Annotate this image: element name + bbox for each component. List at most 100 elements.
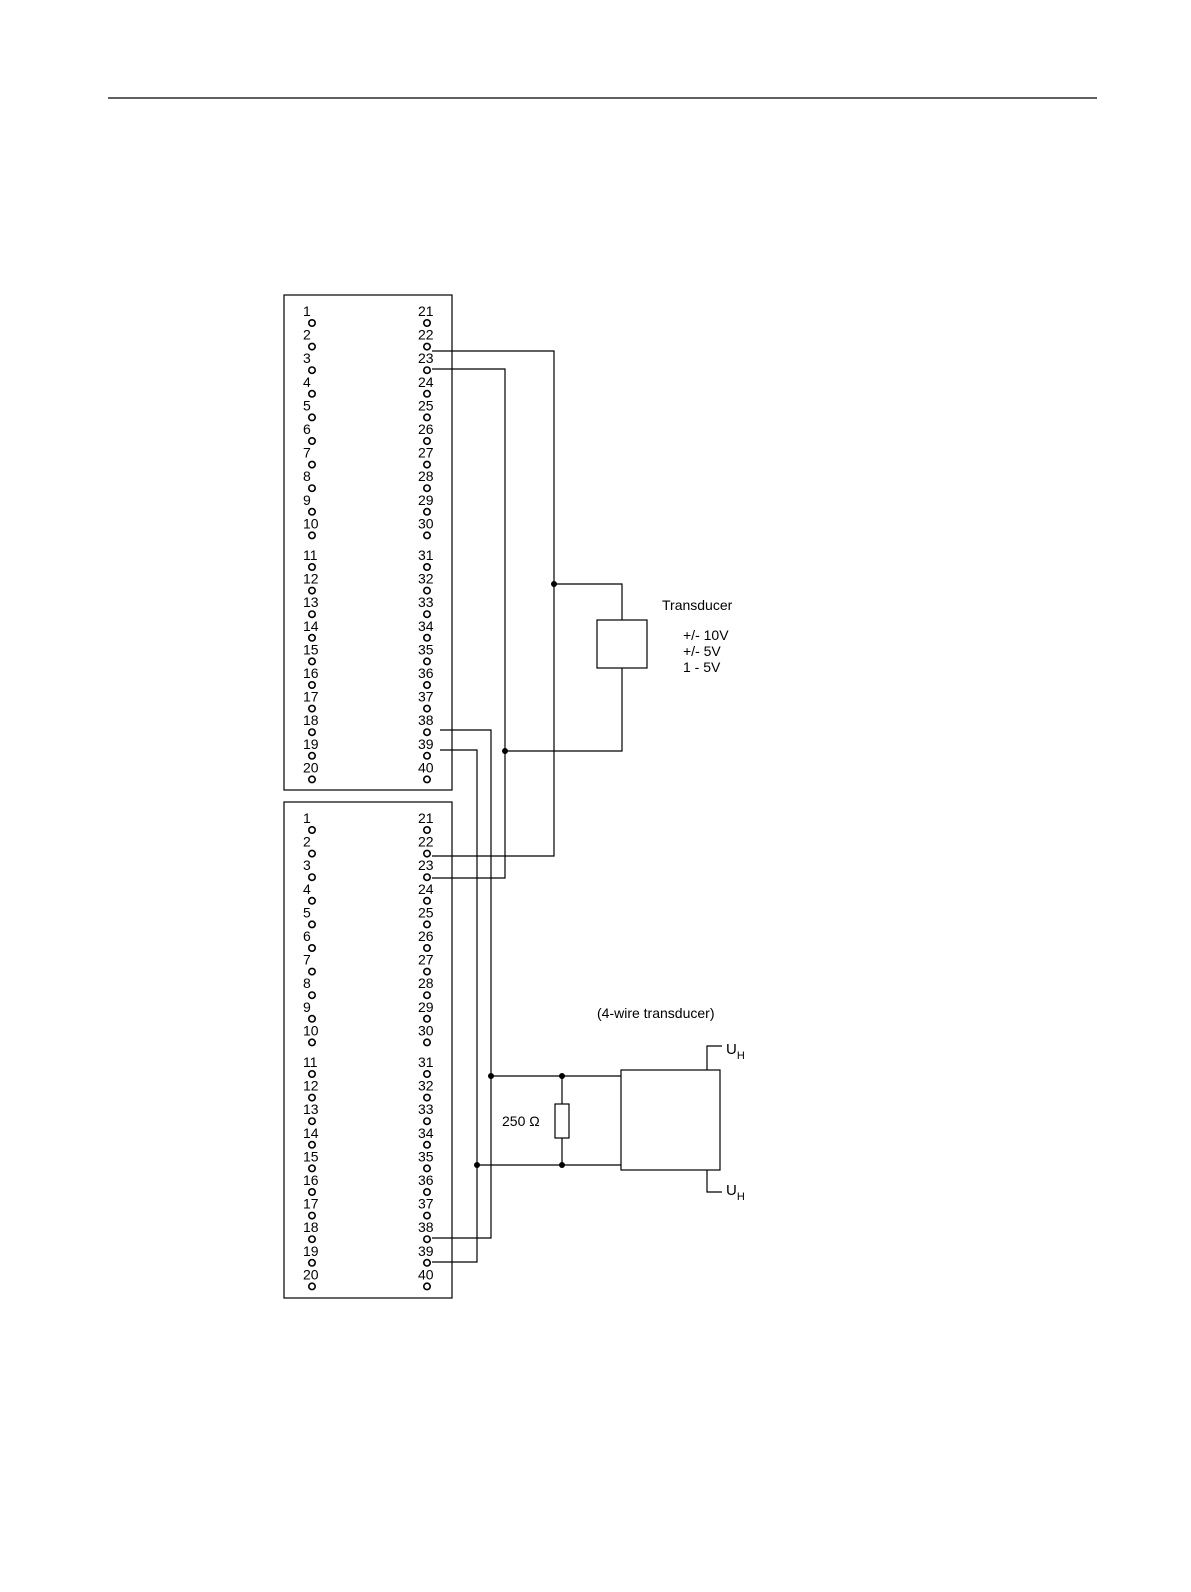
junction-dot	[551, 581, 557, 587]
terminal-left-label: 3	[303, 857, 311, 873]
terminal-left-screw	[309, 729, 315, 735]
transducer-box	[597, 620, 647, 668]
terminal-left-screw	[309, 1236, 315, 1242]
terminal-right-label: 31	[418, 547, 434, 563]
terminal-left-label: 8	[303, 468, 311, 484]
terminal-left-label: 20	[303, 1266, 319, 1282]
transducer-range-3: 1 - 5V	[683, 659, 721, 675]
terminal-left-screw	[309, 320, 315, 326]
junction-dot	[559, 1162, 565, 1168]
terminal-right-label: 37	[418, 1196, 434, 1212]
terminal-right-screw	[424, 564, 430, 570]
terminal-left-label: 7	[303, 952, 311, 968]
terminal-right-label: 25	[418, 397, 434, 413]
terminal-left-screw	[309, 1189, 315, 1195]
terminal-right-label: 33	[418, 1101, 434, 1117]
terminal-left-label: 19	[303, 736, 319, 752]
terminal-right-screw	[424, 945, 430, 951]
junction-dot	[559, 1073, 565, 1079]
four-wire-title: (4-wire transducer)	[597, 1005, 714, 1021]
wire-transducer-top-lead	[554, 584, 622, 620]
terminal-right-label: 30	[418, 515, 434, 531]
terminal-right-screw	[424, 968, 430, 974]
transducer-range-1: +/- 10V	[683, 627, 729, 643]
terminal-left-label: 9	[303, 999, 311, 1015]
terminal-right-screw	[424, 827, 430, 833]
terminal-right-label: 36	[418, 665, 434, 681]
terminal-right-screw	[424, 1071, 430, 1077]
terminal-left-label: 4	[303, 374, 311, 390]
terminal-left-label: 1	[303, 810, 311, 826]
terminal-right-screw	[424, 874, 430, 880]
terminal-right-label: 33	[418, 594, 434, 610]
terminal-right-label: 37	[418, 689, 434, 705]
terminal-right-label: 35	[418, 1148, 434, 1164]
terminal-left-label: 13	[303, 594, 319, 610]
terminal-left-label: 12	[303, 1078, 319, 1094]
terminal-left-screw	[309, 1039, 315, 1045]
supply-label-upper: UH	[726, 1041, 745, 1062]
terminal-left-label: 18	[303, 1219, 319, 1235]
junction-dot	[502, 748, 508, 754]
terminal-left-screw	[309, 850, 315, 856]
transducer-wiring	[432, 351, 622, 878]
wire-top-38	[432, 730, 491, 1238]
wire-supply-lower	[707, 1170, 722, 1192]
terminal-right-screw	[424, 1142, 430, 1148]
terminal-left-screw	[309, 532, 315, 538]
terminal-right-label: 35	[418, 641, 434, 657]
terminal-right-screw	[424, 320, 430, 326]
terminal-right-label: 23	[418, 857, 434, 873]
terminal-left-label: 14	[303, 1125, 319, 1141]
terminal-right-label: 39	[418, 736, 434, 752]
terminal-right-label: 23	[418, 350, 434, 366]
terminal-left-screw	[309, 1094, 315, 1100]
terminal-left-screw	[309, 587, 315, 593]
terminal-left-label: 1	[303, 303, 311, 319]
wire-supply-upper	[707, 1046, 722, 1070]
wire-top-39	[432, 750, 477, 1262]
terminal-left-label: 11	[303, 547, 318, 563]
terminal-right-screw	[424, 461, 430, 467]
supply-label-main: U	[726, 1041, 737, 1058]
terminal-right-screw	[424, 532, 430, 538]
terminal-right-label: 38	[418, 1219, 434, 1235]
terminal-left-screw	[309, 1118, 315, 1124]
terminal-left-screw	[309, 705, 315, 711]
terminal-right-label: 34	[418, 1125, 434, 1141]
terminal-left-screw	[309, 945, 315, 951]
terminal-right-screw	[424, 611, 430, 617]
supply-label-sub: H	[737, 1191, 745, 1203]
terminal-right-label: 40	[418, 1266, 434, 1282]
terminal-left-screw	[309, 414, 315, 420]
terminal-right-label: 34	[418, 618, 434, 634]
terminal-left-screw	[309, 1260, 315, 1266]
terminal-right-label: 29	[418, 492, 434, 508]
junction-dot	[488, 1073, 494, 1079]
terminal-right-label: 21	[418, 810, 434, 826]
terminal-right-screw	[424, 658, 430, 664]
terminal-right-screw	[424, 414, 430, 420]
terminal-right-screw	[424, 587, 430, 593]
terminal-right-label: 32	[418, 571, 434, 587]
terminal-right-screw	[424, 682, 430, 688]
terminal-left-label: 15	[303, 1148, 319, 1164]
terminal-left-label: 13	[303, 1101, 319, 1117]
terminal-right-screw	[424, 1118, 430, 1124]
terminal-right-label: 38	[418, 712, 434, 728]
terminal-left-screw	[309, 1071, 315, 1077]
supply-label-sub: H	[737, 1050, 745, 1062]
four-wire-wiring	[432, 730, 722, 1262]
terminal-left-label: 10	[303, 1022, 319, 1038]
supply-label-lower: UH	[726, 1182, 745, 1203]
terminal-right-screw	[424, 992, 430, 998]
terminal-right-screw	[424, 1165, 430, 1171]
terminal-left-label: 9	[303, 492, 311, 508]
module-top-terminals: 1234567891011121314151617181920212223242…	[303, 303, 434, 783]
terminal-left-label: 17	[303, 1196, 319, 1212]
terminal-left-screw	[309, 682, 315, 688]
terminal-right-screw	[424, 485, 430, 491]
terminal-right-screw	[424, 343, 430, 349]
terminal-left-screw	[309, 564, 315, 570]
